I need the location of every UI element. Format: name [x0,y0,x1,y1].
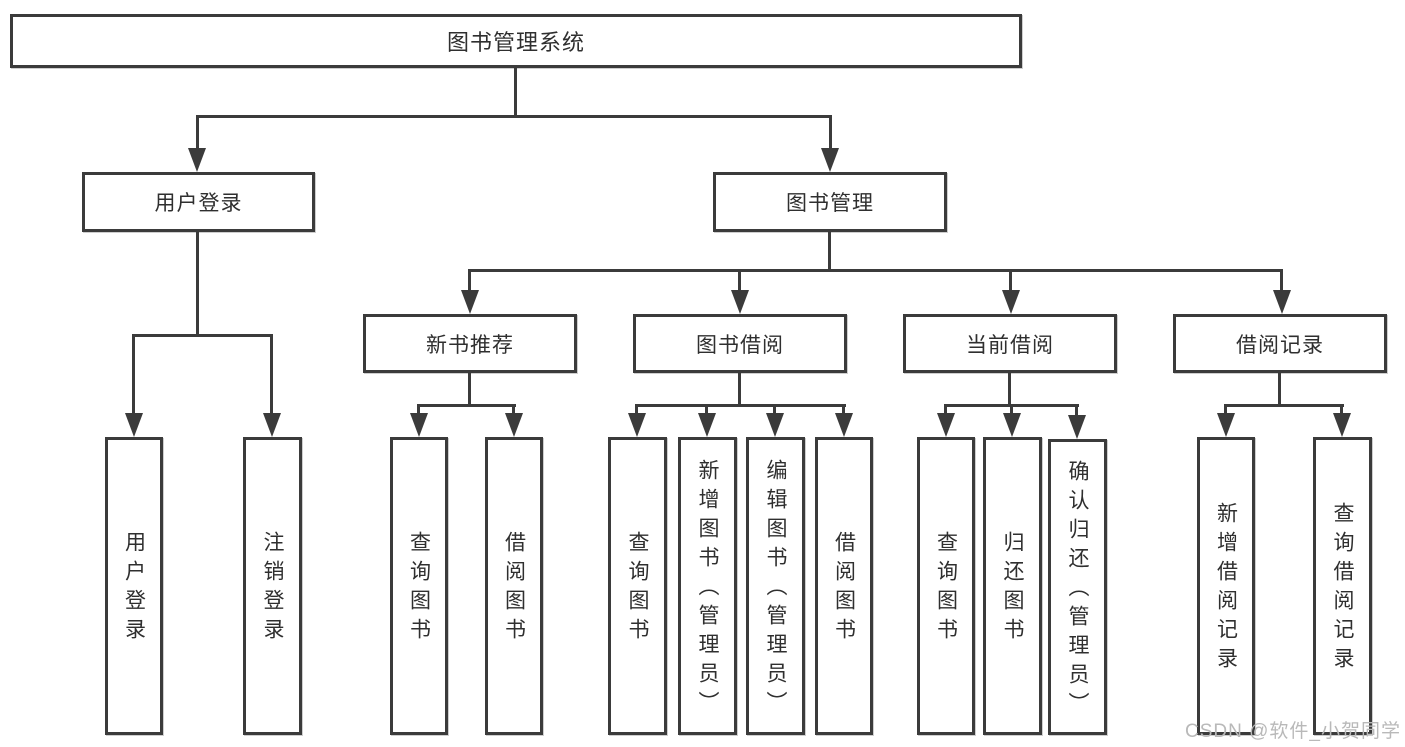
leaf-borrow-books: 借阅图书 [815,437,873,735]
connector-line [635,404,638,416]
arrow-down-icon [821,148,839,172]
leaf-query-books-borrowing: 查询图书 [608,437,667,735]
connector-line [1009,269,1012,293]
connector-line [842,404,845,416]
connector-line [1010,404,1013,416]
arrow-down-icon [1273,290,1291,314]
connector-line [196,232,199,336]
connector-line [1340,404,1343,416]
arrow-down-icon [937,413,955,437]
connector-line [773,404,776,416]
leaf-edit-books-admin: 编辑图书（管理员） [746,437,805,735]
leaf-query-borrow-record: 查询借阅记录 [1313,437,1372,735]
leaf-logout-action: 注销登录 [243,437,302,735]
leaf-return-books: 归还图书 [983,437,1042,735]
arrow-down-icon [188,148,206,172]
arrow-down-icon [125,413,143,437]
arrow-down-icon [410,413,428,437]
leaf-add-books-admin: 新增图书（管理员） [678,437,737,735]
csdn-watermark: CSDN @软件_小贺同学 [1185,721,1401,742]
leaf-confirm-return-admin: 确认归还（管理员） [1048,439,1107,735]
arrow-down-icon [698,413,716,437]
arrow-down-icon [461,290,479,314]
leaf-query-books-current: 查询图书 [917,437,975,735]
connector-line [635,404,846,407]
connector-line [468,269,471,293]
arrow-down-icon [766,413,784,437]
connector-line [468,269,1283,272]
connector-line [705,404,708,416]
connector-line [468,373,471,407]
leaf-query-books-recommend: 查询图书 [390,437,448,735]
connector-line [417,404,420,416]
arrow-down-icon [263,413,281,437]
leaf-user-login-action: 用户登录 [105,437,163,735]
arrow-down-icon [1333,413,1351,437]
connector-line [417,404,516,407]
connector-line [132,334,135,414]
node-book-borrowing: 图书借阅 [633,314,847,373]
node-current-borrowing: 当前借阅 [903,314,1117,373]
connector-line [1224,404,1344,407]
arrow-down-icon [505,413,523,437]
arrow-down-icon [628,413,646,437]
node-book-management: 图书管理 [713,172,947,232]
connector-line [944,404,947,416]
arrow-down-icon [731,290,749,314]
node-root-library-system: 图书管理系统 [10,14,1022,68]
arrow-down-icon [1003,413,1021,437]
arrow-down-icon [1217,413,1235,437]
leaf-borrow-books-recommend: 借阅图书 [485,437,543,735]
connector-line [828,232,831,272]
connector-line [196,115,832,118]
connector-line [132,334,273,337]
node-borrowing-records: 借阅记录 [1173,314,1387,373]
connector-line [1280,269,1283,293]
node-new-book-recommend: 新书推荐 [363,314,577,373]
connector-line [1008,373,1011,407]
leaf-add-borrow-record: 新增借阅记录 [1197,437,1255,735]
arrow-down-icon [1002,290,1020,314]
connector-line [196,115,199,151]
connector-line [829,115,832,151]
connector-line [514,68,517,118]
arrow-down-icon [835,413,853,437]
connector-line [738,373,741,407]
connector-line [1278,373,1281,407]
connector-line [512,404,515,416]
connector-line [738,269,741,293]
arrow-down-icon [1068,415,1086,439]
connector-line [1224,404,1227,416]
connector-line [1075,404,1078,416]
connector-line [270,334,273,414]
node-user-login: 用户登录 [82,172,315,232]
